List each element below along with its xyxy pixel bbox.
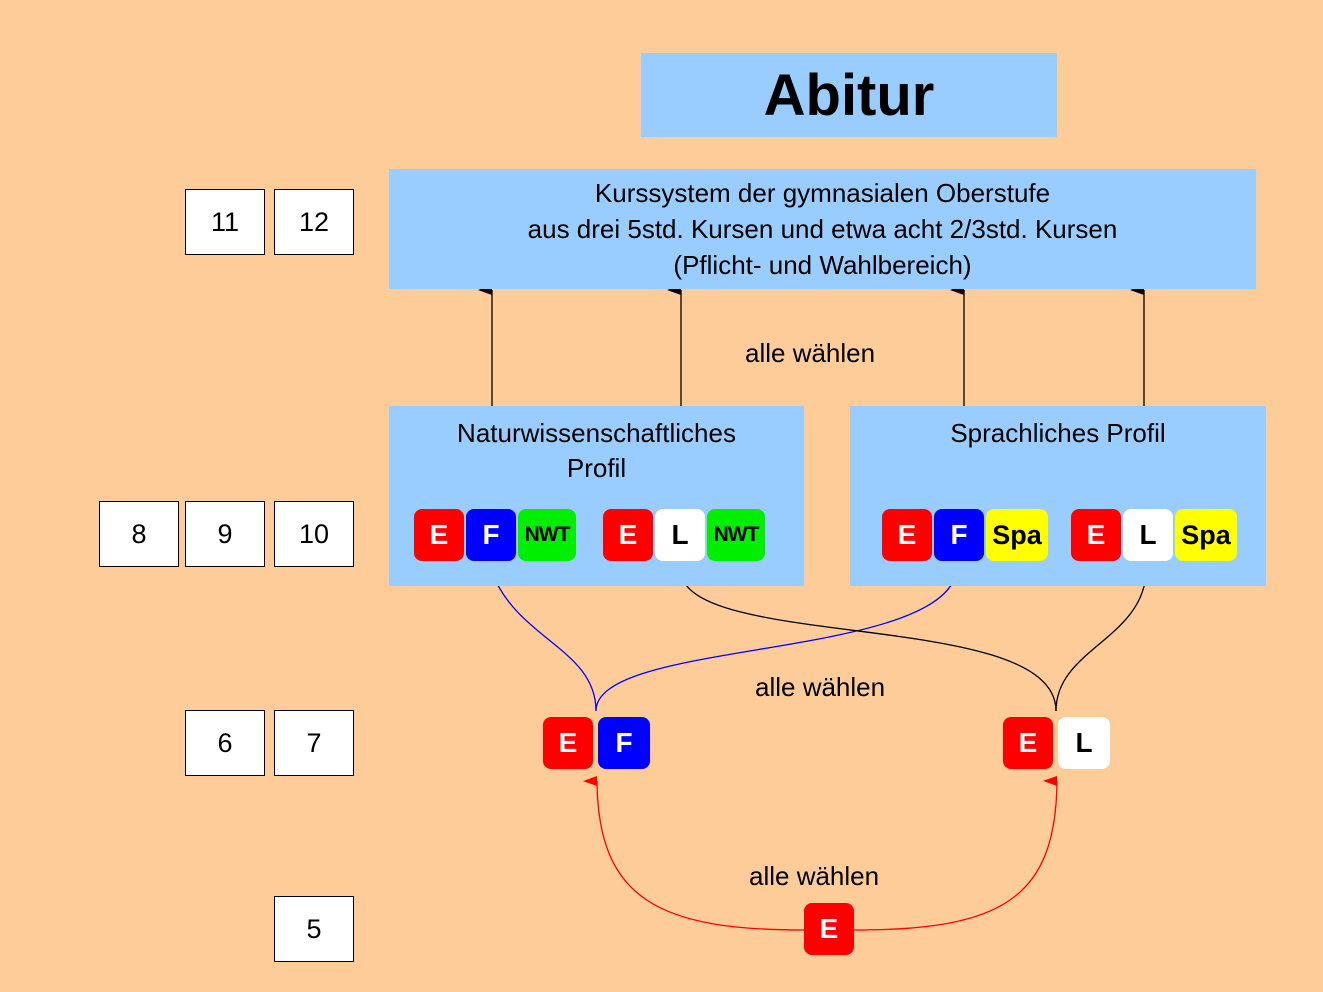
tile-latin: L: [655, 509, 705, 561]
tile-french: F: [934, 509, 984, 561]
caption-middle: alle wählen: [755, 672, 886, 702]
grade-box-5: 5: [274, 896, 354, 962]
tile-english: E: [603, 509, 653, 561]
arrow-e-to-left: [583, 776, 805, 931]
kurssystem-box: Kurssystem der gymnasialen Oberstufe aus…: [389, 169, 1256, 289]
arrow-f-to-science: [480, 570, 597, 712]
tile-english: E: [414, 509, 464, 561]
grade-box-7: 7: [274, 710, 354, 776]
kurssystem-line-3: (Pflicht- und Wahlbereich): [673, 250, 972, 280]
caption-lower: alle wählen: [749, 861, 880, 891]
science-profile-title-line-2: Profil: [566, 453, 627, 483]
caption-upper: alle wählen: [745, 338, 876, 368]
abitur-title: Abitur: [641, 53, 1057, 137]
grade-box-11: 11: [185, 189, 265, 255]
tile-spanish: Spa: [986, 509, 1048, 561]
tile-english: E: [1003, 717, 1053, 769]
arrow-f-to-language: [595, 570, 958, 712]
tile-english: E: [1071, 509, 1121, 561]
tile-french: F: [598, 717, 650, 769]
grade-box-8: 8: [99, 501, 179, 567]
grade-box-9: 9: [185, 501, 265, 567]
tile-latin: L: [1058, 717, 1110, 769]
tile-nwt: NWT: [518, 509, 576, 561]
tile-english: E: [882, 509, 932, 561]
science-profile-title: Naturwissenschaftliches Profil: [389, 416, 804, 486]
grade-box-12: 12: [274, 189, 354, 255]
arrow-l-to-science: [667, 570, 1057, 712]
tile-english: E: [804, 903, 854, 955]
tile-french: F: [466, 509, 516, 561]
tile-latin: L: [1123, 509, 1173, 561]
kurssystem-line-1: Kurssystem der gymnasialen Oberstufe: [594, 178, 1051, 208]
kurssystem-line-2: aus drei 5std. Kursen und etwa acht 2/3s…: [527, 214, 1118, 244]
science-profile-title-line-1: Naturwissenschaftliches: [457, 418, 736, 448]
arrow-e-to-right: [853, 776, 1058, 931]
arrow-l-to-language: [1055, 570, 1147, 712]
tile-english: E: [543, 717, 593, 769]
grade-box-6: 6: [185, 710, 265, 776]
tile-nwt: NWT: [707, 509, 765, 561]
grade-box-10: 10: [274, 501, 354, 567]
language-profile-title: Sprachliches Profil: [950, 418, 1166, 448]
tile-spanish: Spa: [1175, 509, 1237, 561]
